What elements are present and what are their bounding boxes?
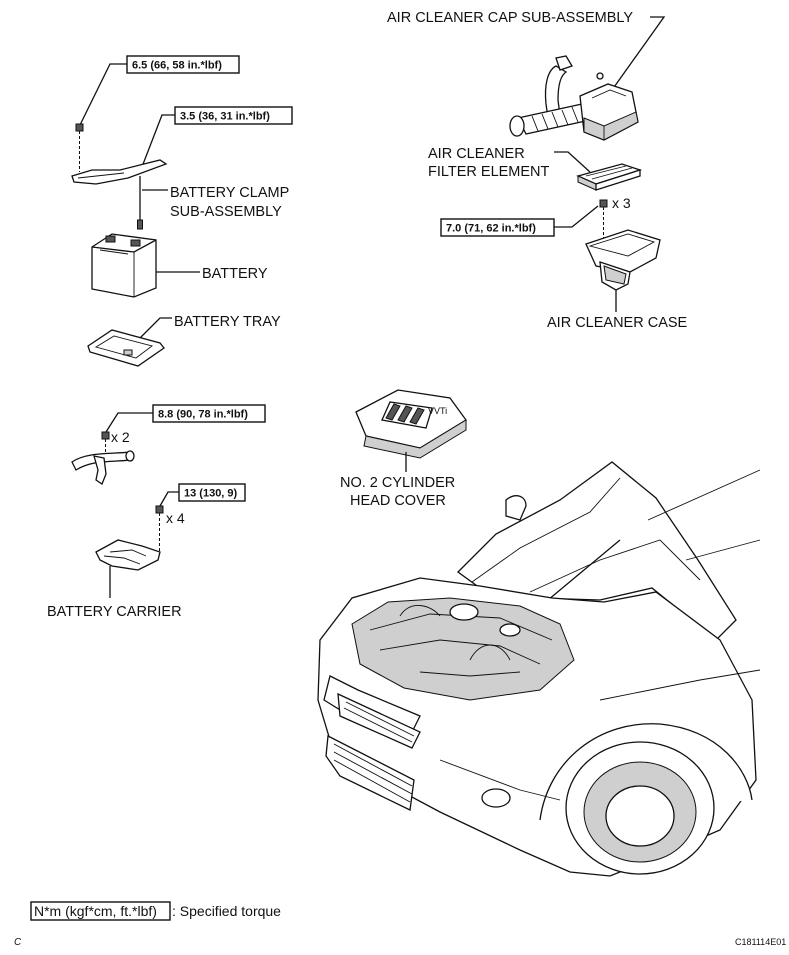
battery-carrier-icon (95, 539, 161, 571)
label-battery-tray: BATTERY TRAY (174, 314, 281, 330)
carrier-bolt-icon (155, 505, 164, 552)
figure-code: C181114E01 (735, 937, 786, 947)
cylinder-head-cover-icon: VVTi (355, 389, 467, 459)
qty-case-bolt: x 3 (612, 195, 631, 211)
legend-unit-box: N*m (kgf*cm, ft.*lbf) (34, 903, 157, 919)
qty-carrier-bolt: x 4 (166, 510, 185, 526)
legend-text: : Specified torque (172, 903, 281, 919)
case-bolt-icon (599, 199, 608, 238)
torque-box-case-bolt: 7.0 (71, 62 in.*lbf) (440, 218, 555, 237)
torque-cable-bolt: 8.8 (90, 78 in.*lbf) (158, 409, 248, 421)
torque-box-clamp-bolt: 6.5 (66, 58 in.*lbf) (126, 55, 240, 74)
qty-cable-bolt: x 2 (111, 429, 130, 445)
cable-bolt-icon (101, 431, 110, 456)
label-filter-1: AIR CLEANER (428, 146, 525, 162)
footer-left-letter: C (14, 937, 22, 948)
label-filter-2: FILTER ELEMENT (428, 164, 550, 180)
battery-tray-icon (87, 329, 165, 367)
label-battery: BATTERY (202, 266, 268, 282)
vehicle-illustration (317, 461, 761, 877)
torque-case-bolt: 7.0 (71, 62 in.*lbf) (446, 223, 536, 235)
battery-cable-icon (71, 450, 135, 485)
label-cylinder-cover-1: NO. 2 CYLINDER (340, 475, 455, 491)
torque-clamp-nut: 3.5 (36, 31 in.*lbf) (180, 111, 270, 123)
torque-box-carrier-bolt: 13 (130, 9) (178, 483, 246, 502)
torque-box-cable-bolt: 8.8 (90, 78 in.*lbf) (152, 404, 266, 423)
battery-icon (91, 233, 157, 298)
air-cleaner-cap-icon (509, 55, 639, 141)
battery-clamp-icon (71, 159, 168, 230)
air-filter-icon (576, 163, 643, 191)
svg-text:VVTi: VVTi (428, 406, 447, 416)
torque-box-clamp-nut: 3.5 (36, 31 in.*lbf) (174, 106, 293, 125)
torque-carrier-bolt: 13 (130, 9) (184, 488, 238, 500)
label-battery-clamp-2: SUB-ASSEMBLY (170, 204, 282, 220)
label-air-cleaner-case: AIR CLEANER CASE (547, 315, 688, 331)
label-air-cleaner-cap: AIR CLEANER CAP SUB-ASSEMBLY (387, 10, 633, 26)
label-cylinder-cover-2: HEAD COVER (350, 493, 446, 509)
torque-legend: N*m (kgf*cm, ft.*lbf) : Specified torque (30, 901, 281, 921)
air-cleaner-case-icon (585, 229, 661, 291)
label-battery-carrier: BATTERY CARRIER (47, 604, 182, 620)
label-battery-clamp-1: BATTERY CLAMP (170, 185, 289, 201)
torque-clamp-bolt: 6.5 (66, 58 in.*lbf) (132, 60, 222, 72)
clamp-bolt-icon (75, 123, 84, 172)
